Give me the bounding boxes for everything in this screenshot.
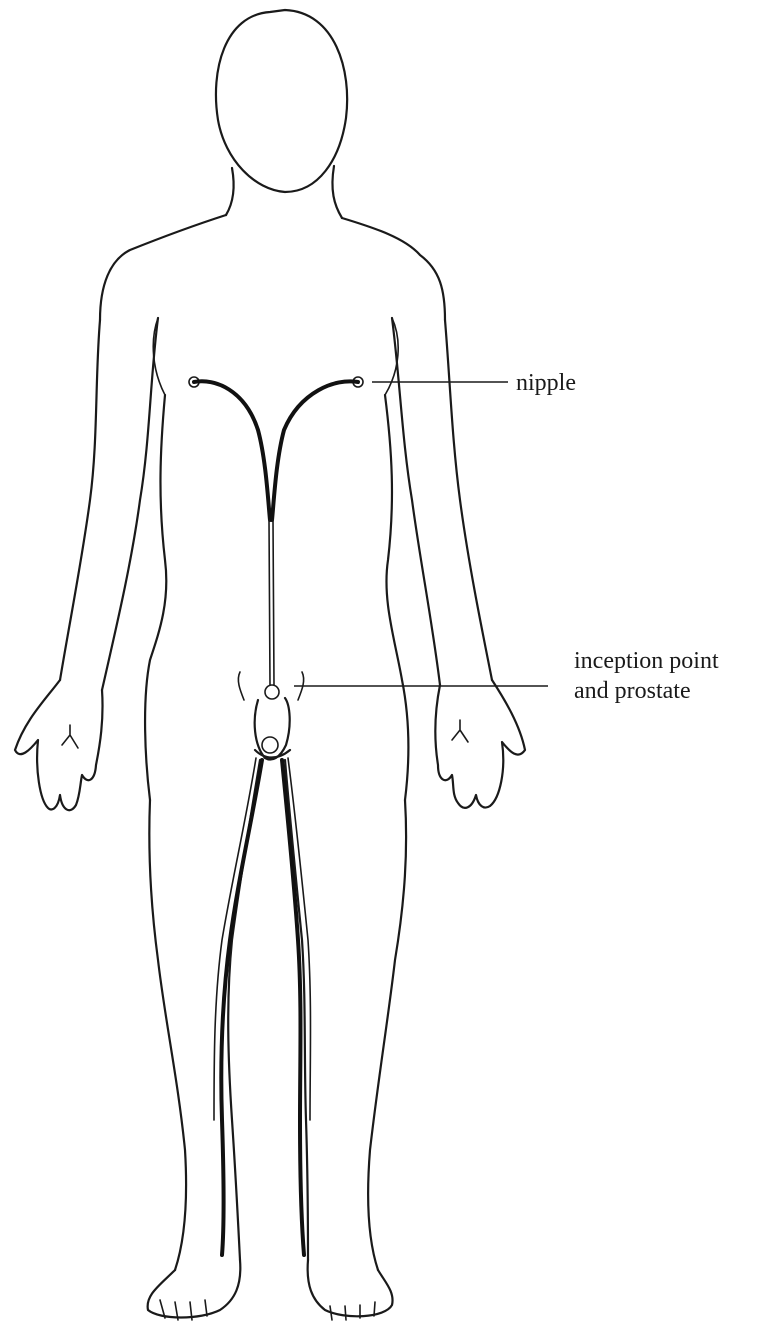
meridian-channel [189,377,363,1255]
torso-outline [100,166,445,800]
legs [149,750,406,1270]
right-hand [435,680,525,808]
left-arm [60,318,158,690]
left-hand [15,680,103,810]
right-arm [392,318,492,685]
inception-point-label: inception point [574,648,719,674]
inception-point-marker [265,685,279,699]
head [216,10,347,192]
left-foot [148,1260,241,1320]
prostate-label: and prostate [574,678,691,704]
right-foot [308,1260,393,1320]
prostate-shape [255,698,290,759]
nipple-label: nipple [516,370,576,396]
